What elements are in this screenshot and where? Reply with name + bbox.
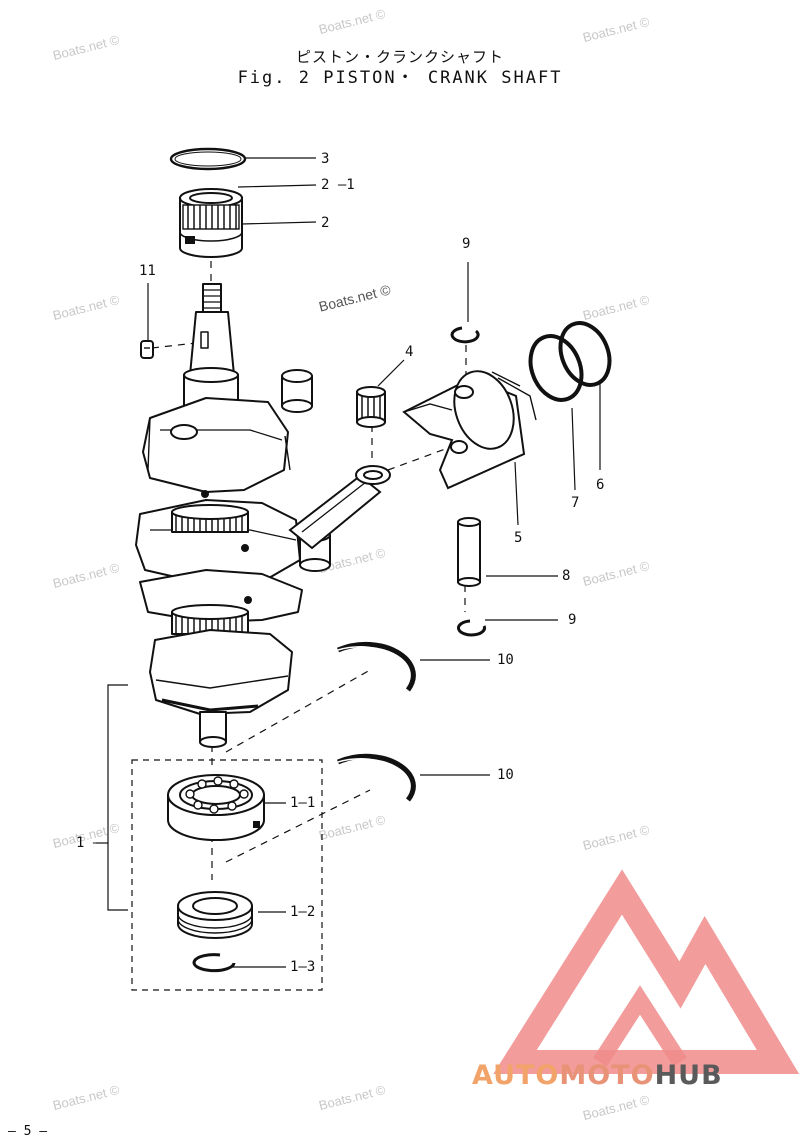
logo-text-auto: AUTO — [472, 1060, 560, 1091]
callout-1: 1 – — [76, 835, 102, 851]
automotohub-logo-mark — [493, 869, 800, 1074]
logo-text-hub: HUB — [654, 1060, 723, 1091]
callout-8: 8 — [562, 568, 571, 584]
title-japanese: ピストン・クランクシャフト — [295, 48, 504, 66]
callout-10-bottom: 10 — [497, 767, 514, 783]
callout-9-top: 9 — [462, 236, 471, 252]
circlip-part-9-bottom — [457, 619, 486, 637]
o-ring-part-3 — [169, 147, 247, 171]
callout-1-1: 1–1 — [290, 795, 316, 811]
connecting-rod — [288, 465, 391, 550]
automotohub-logo-text: AUTOMOTOHUB — [472, 1060, 723, 1091]
callout-6: 6 — [596, 477, 605, 493]
callout-1-2: 1–2 — [290, 904, 316, 920]
piston-part-5 — [402, 370, 537, 490]
page-number: – 5 – — [8, 1124, 48, 1139]
logo-text-moto: MOTO — [559, 1060, 655, 1091]
crankshaft-part-1 — [135, 283, 331, 748]
ball-bearing-part-1-1 — [167, 774, 265, 841]
snap-ring-part-1-3 — [192, 953, 236, 973]
piston-pin-part-8 — [457, 517, 481, 587]
callout-4: 4 — [405, 344, 414, 360]
callout-11: 11 — [139, 263, 156, 279]
callout-1-3: 1–3 — [290, 959, 316, 975]
thrust-washer-part-10-top — [337, 641, 416, 692]
key-part-11 — [140, 340, 154, 359]
callout-5: 5 — [514, 530, 523, 546]
circlip-part-9-top — [450, 326, 480, 344]
callout-2-1: 2 –1 — [321, 177, 355, 193]
callout-3: 3 — [321, 151, 330, 167]
thrust-washer-part-10-bottom — [337, 753, 416, 802]
callout-2: 2 — [321, 215, 330, 231]
figure-title: Fig. 2 PISTON・ CRANK SHAFT — [237, 68, 563, 88]
piston-ring-part-6 — [558, 321, 612, 387]
oil-seal-part-1-2 — [177, 891, 253, 939]
callout-7: 7 — [571, 495, 580, 511]
needle-bearing-part-2 — [179, 188, 243, 258]
callout-9-bottom: 9 — [568, 612, 577, 628]
leader-lines — [96, 157, 601, 968]
callout-10-top: 10 — [497, 652, 514, 668]
small-end-bearing-part-4 — [356, 386, 386, 428]
piston-ring-part-7 — [528, 334, 584, 402]
